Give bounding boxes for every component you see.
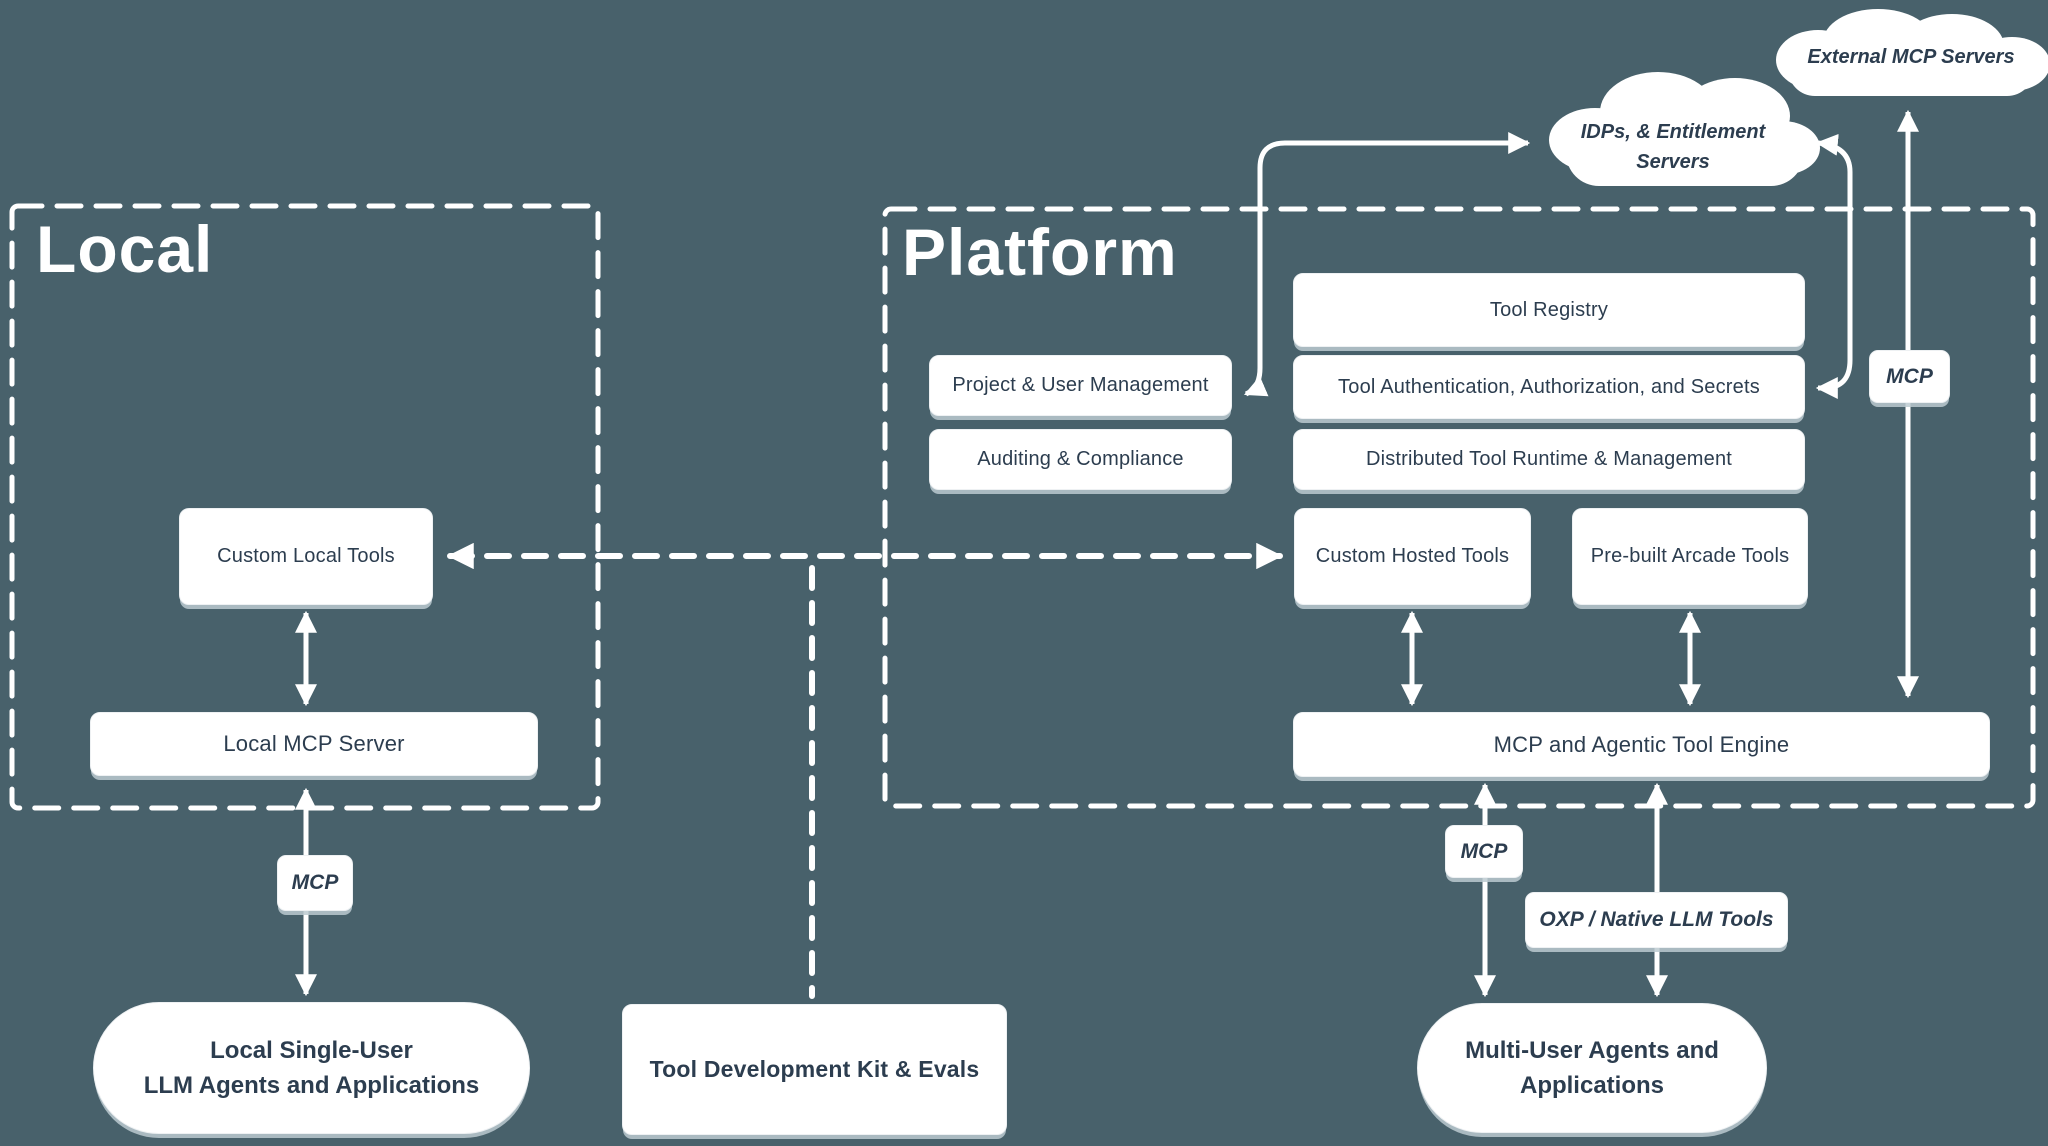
chip-mcp-local: MCP [277,855,353,911]
idps-cloud-label-line2: Servers [1636,151,1710,173]
node-distributed-runtime: Distributed Tool Runtime & Management [1293,429,1805,490]
pill-local-agents-line1: Local Single-User [210,1037,413,1064]
node-custom-hosted-tools: Custom Hosted Tools [1294,508,1531,605]
pill-multi-user-agents: Multi-User Agents and Applications [1417,1003,1767,1133]
node-project-user-management: Project & User Management [929,355,1232,416]
arrow-tool-auth-idps [1815,133,1853,400]
pill-local-single-user-agents: Local Single-User LLM Agents and Applica… [93,1002,530,1134]
idps-cloud-label: IDPs, & Entitlement Servers [1552,117,1794,177]
idps-cloud [1549,72,1820,186]
pill-multi-user-line2: Applications [1519,1072,1664,1099]
chip-mcp-external: MCP [1869,350,1950,403]
arrow-project-user-management-idps [1243,131,1531,397]
node-mcp-agentic-tool-engine: MCP and Agentic Tool Engine [1293,712,1990,777]
local-region-label: Local [36,212,214,286]
node-custom-local-tools: Custom Local Tools [179,508,433,605]
node-tool-development-kit: Tool Development Kit & Evals [622,1004,1007,1135]
node-tool-authentication: Tool Authentication, Authorization, and … [1293,355,1805,419]
external-mcp-cloud [1776,9,2048,96]
node-tool-registry: Tool Registry [1293,273,1805,347]
pill-multi-user-line1: Multi-User Agents and [1465,1037,1719,1064]
pill-local-agents-line2: LLM Agents and Applications [143,1072,480,1099]
idps-cloud-label-line1: IDPs, & Entitlement [1580,121,1766,143]
chip-oxp-native-llm-tools: OXP / Native LLM Tools [1525,892,1788,948]
node-local-mcp-server: Local MCP Server [90,712,538,776]
node-prebuilt-arcade-tools: Pre-built Arcade Tools [1572,508,1808,605]
node-auditing-compliance: Auditing & Compliance [929,429,1232,490]
chip-mcp-platform: MCP [1445,825,1523,878]
platform-region-label: Platform [902,215,1178,289]
external-mcp-cloud-label: External MCP Servers [1807,46,2015,68]
